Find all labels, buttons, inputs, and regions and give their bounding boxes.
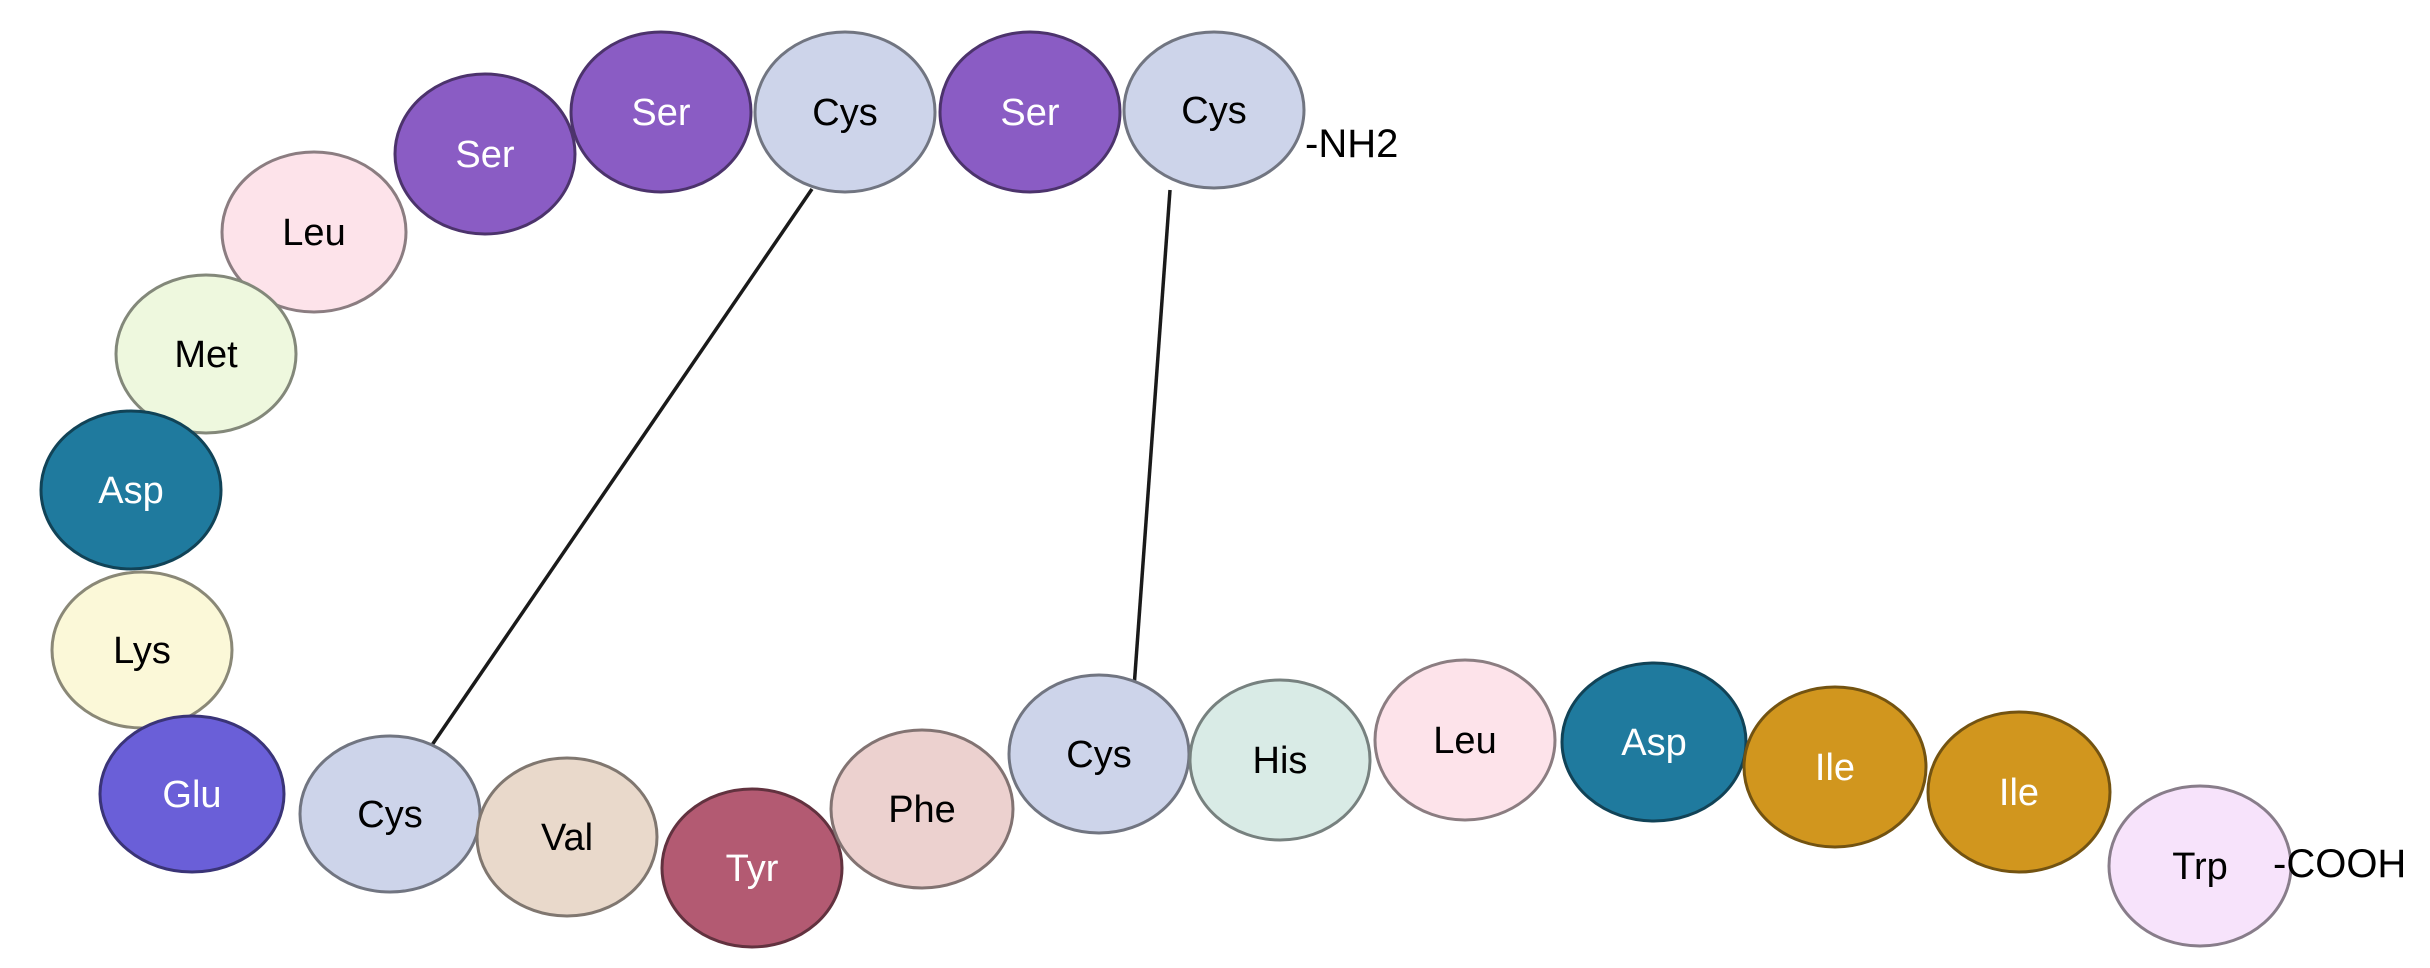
residue-circle <box>114 273 298 435</box>
disulfide-bond <box>430 188 814 746</box>
residue-label: Leu <box>1433 720 1496 762</box>
residue-circle <box>1373 658 1557 822</box>
residue-label: Cys <box>1181 90 1246 132</box>
residue-label: Cys <box>812 92 877 134</box>
residue-glu: Glu <box>98 714 286 874</box>
residue-label: Cys <box>357 794 422 836</box>
residue-met: Met <box>114 273 298 435</box>
residue-ser: Ser <box>569 30 753 194</box>
residue-label: Cys <box>1066 734 1131 776</box>
residue-circle <box>475 756 659 918</box>
residue-asp: Asp <box>39 409 223 571</box>
residue-label: Lys <box>113 630 171 672</box>
residue-cys: Cys <box>298 734 482 894</box>
residue-label: Asp <box>1621 722 1686 764</box>
residue-label: Glu <box>162 774 221 816</box>
residue-cys: Cys <box>753 30 937 194</box>
residue-ile: Ile <box>1742 685 1928 849</box>
residue-leu: Leu <box>1373 658 1557 822</box>
residue-cys: Cys <box>1007 673 1191 835</box>
residue-circle <box>98 714 286 874</box>
residue-label: Ser <box>1000 92 1059 134</box>
residue-cys: Cys <box>1122 30 1306 190</box>
residue-circle <box>1122 30 1306 190</box>
c-terminus-label: -COOH <box>2273 842 2406 886</box>
residue-ile: Ile <box>1926 710 2112 874</box>
residue-ser: Ser <box>938 30 1122 194</box>
residue-label: His <box>1253 740 1308 782</box>
residue-circle <box>393 72 577 236</box>
residue-label: Met <box>174 334 238 376</box>
residue-label: Ile <box>1999 772 2039 814</box>
residue-circle <box>660 787 844 949</box>
residue-label: Ser <box>455 134 514 176</box>
residue-label: Leu <box>282 212 345 254</box>
residue-circle <box>2107 784 2293 948</box>
residue-circle <box>39 409 223 571</box>
residue-circle <box>220 150 408 314</box>
residue-circle <box>1188 678 1372 842</box>
residue-lys: Lys <box>50 570 234 730</box>
residue-ser: Ser <box>393 72 577 236</box>
residue-circle <box>829 728 1015 890</box>
residue-label: Val <box>541 817 593 859</box>
residue-val: Val <box>475 756 659 918</box>
residue-trp: Trp <box>2107 784 2293 948</box>
residue-asp: Asp <box>1560 661 1748 823</box>
residue-label: Tyr <box>726 848 779 890</box>
residue-circle <box>938 30 1122 194</box>
residue-label: Trp <box>2172 846 2228 888</box>
residue-circle <box>1926 710 2112 874</box>
residue-label: Ser <box>631 92 690 134</box>
residue-circle <box>569 30 753 194</box>
disulfide-bonds <box>430 188 1172 746</box>
residue-label: Ile <box>1815 747 1855 789</box>
residue-leu: Leu <box>220 150 408 314</box>
disulfide-bond <box>1132 189 1172 689</box>
n-terminus-label: -NH2 <box>1305 122 1398 166</box>
residue-label: Asp <box>98 470 163 512</box>
residue-phe: Phe <box>829 728 1015 890</box>
residue-tyr: Tyr <box>660 787 844 949</box>
residue-circle <box>1560 661 1748 823</box>
residue-his: His <box>1188 678 1372 842</box>
residue-circle <box>1742 685 1928 849</box>
residue-circle <box>753 30 937 194</box>
residue-label: Phe <box>888 789 956 831</box>
